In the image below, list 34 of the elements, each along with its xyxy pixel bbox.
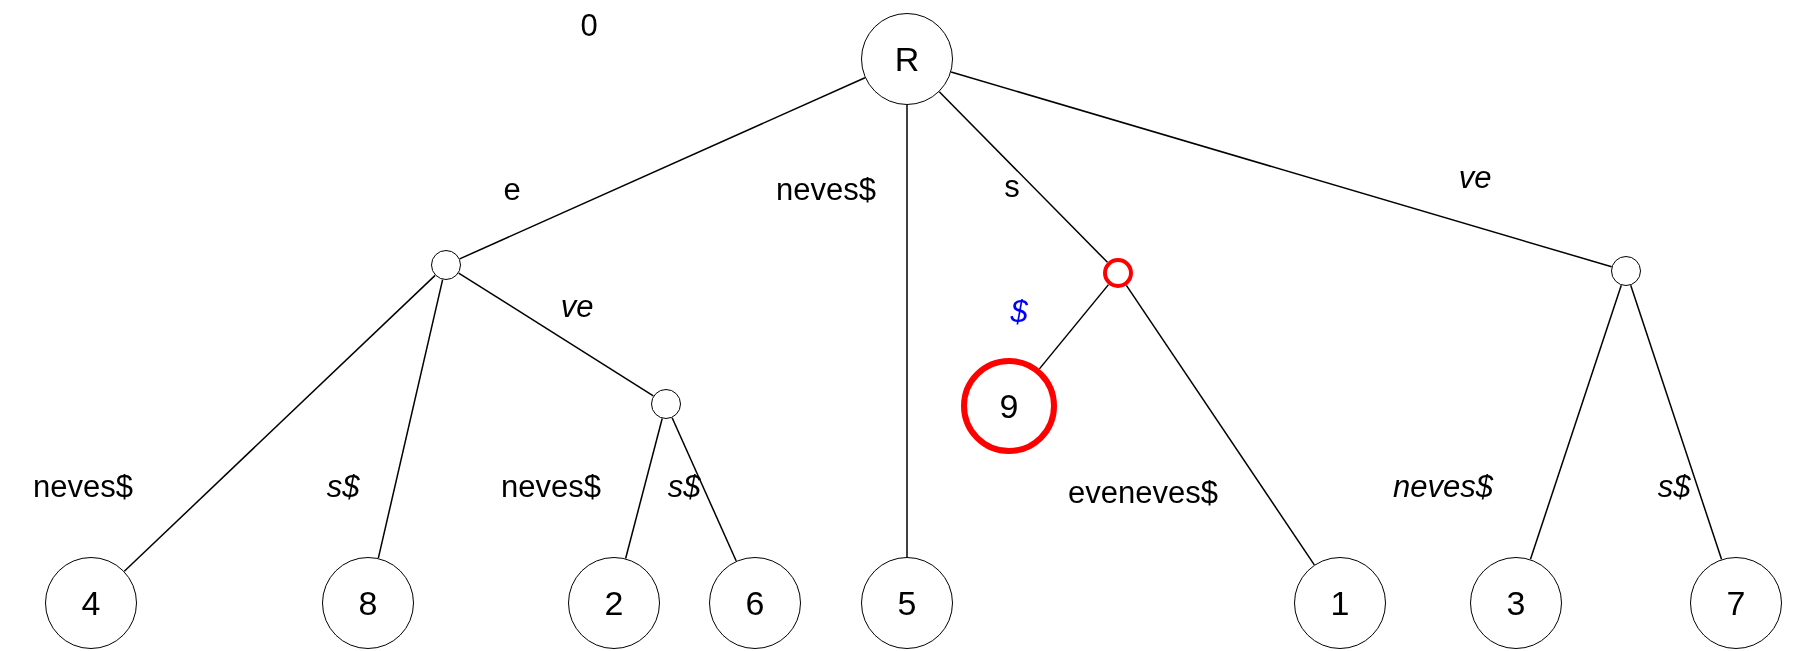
branch-node <box>651 389 681 419</box>
edge-label: neves$ <box>33 470 133 502</box>
edge-label: $ <box>1010 295 1028 327</box>
tree-edge <box>906 104 908 558</box>
edge-label: s$ <box>326 470 360 502</box>
edge-label: s$ <box>1657 470 1691 502</box>
tree-edge <box>1529 284 1623 561</box>
edge-label: neves$ <box>501 470 601 502</box>
tree-node: 2 <box>568 557 660 649</box>
tree-edge <box>123 274 436 573</box>
branch-node <box>1611 256 1641 286</box>
tree-node: 4 <box>45 557 137 649</box>
tree-node: 5 <box>861 557 953 649</box>
edge-label: ve <box>1458 161 1492 193</box>
edge-label: s <box>1004 170 1020 202</box>
branch-node <box>431 250 461 280</box>
tree-node: 1 <box>1294 557 1386 649</box>
edge-label: neves$ <box>776 173 876 205</box>
tree-edge <box>377 278 444 559</box>
branch-node <box>1103 258 1133 288</box>
tree-node: 9 <box>961 358 1057 454</box>
tree-node: R <box>861 13 953 105</box>
tree-edge <box>1629 284 1723 561</box>
edge-label: eveneves$ <box>1068 476 1218 508</box>
edge-label: neves$ <box>1393 470 1493 502</box>
edge-label: e <box>503 173 521 205</box>
tree-edge <box>457 272 655 397</box>
tree-node: 6 <box>709 557 801 649</box>
edge-label: s$ <box>667 470 701 502</box>
depth-label: 0 <box>580 9 598 41</box>
tree-node: 3 <box>1470 557 1562 649</box>
tree-node: 7 <box>1690 557 1782 649</box>
edge-label: ve <box>560 290 594 322</box>
tree-node: 8 <box>322 557 414 649</box>
